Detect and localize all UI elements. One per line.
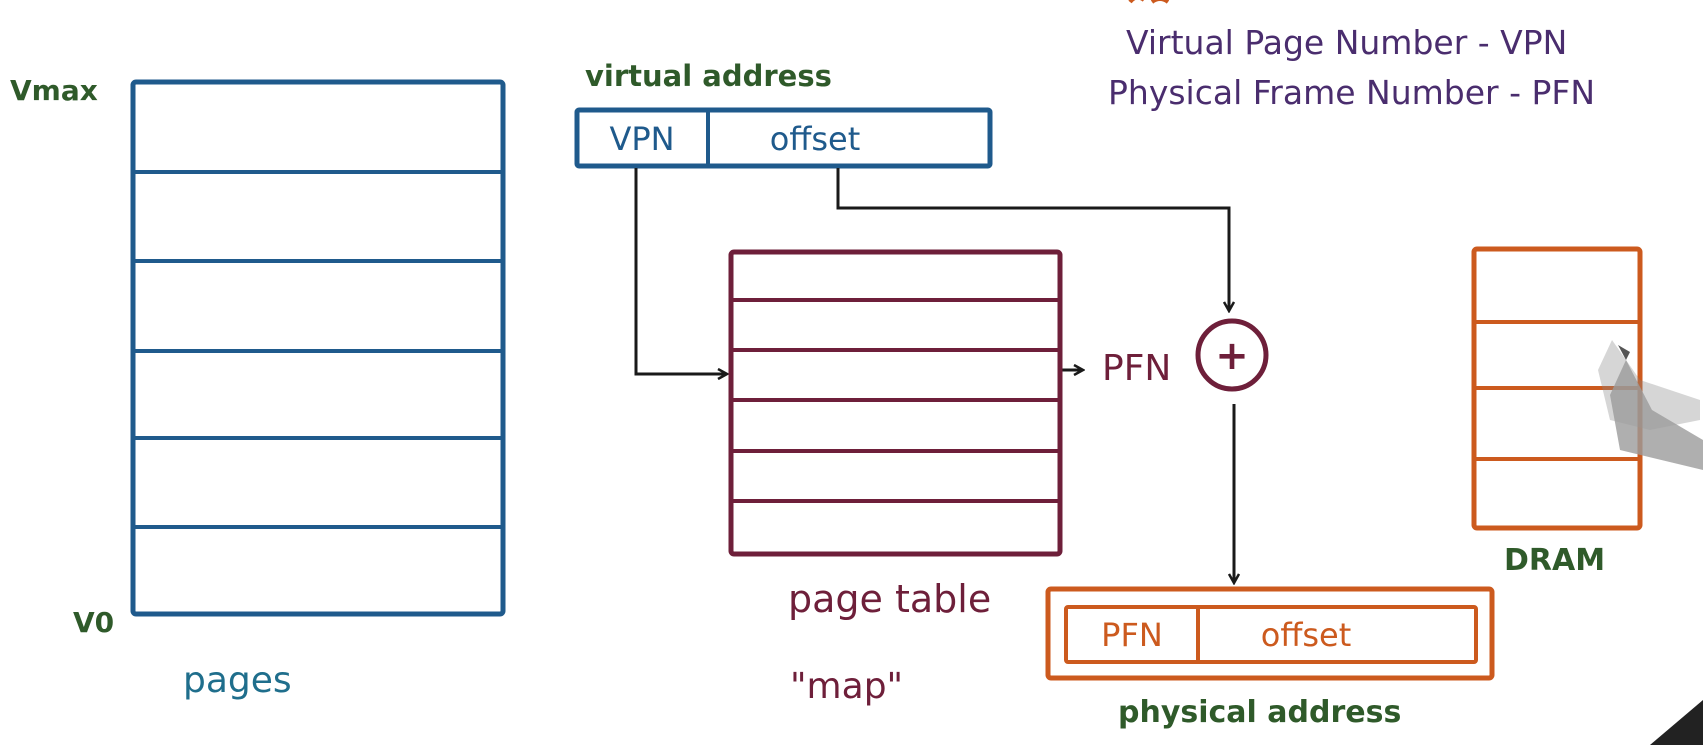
virtual-pages-stack	[130, 79, 506, 617]
dram-stack	[1471, 246, 1643, 531]
pen-point	[1618, 345, 1630, 360]
virtual-address-box: VPN offset	[574, 107, 993, 169]
physical-address-inner-frame	[1064, 605, 1478, 664]
va-offset-field: offset	[770, 120, 861, 158]
physical-address-box: PFN offset	[1045, 586, 1495, 681]
page-table-frame	[728, 249, 1063, 557]
v0-label: V0	[73, 606, 114, 639]
virtual-address-title: virtual address	[585, 59, 832, 93]
virtual-address-frame	[574, 107, 993, 169]
physical-address-outer-frame	[1045, 586, 1495, 681]
pages-caption: pages	[183, 660, 292, 701]
plus-icon: +	[1215, 333, 1249, 379]
note-vpn: Virtual Page Number - VPN	[1126, 23, 1567, 62]
vmax-label: Vmax	[10, 74, 98, 107]
pfn-output-label: PFN	[1102, 348, 1171, 389]
dram-label: DRAM	[1504, 543, 1605, 578]
note-pfn: Physical Frame Number - PFN	[1108, 73, 1595, 112]
cut-off-note-stroke	[1128, 0, 1170, 4]
adder: +	[1195, 318, 1269, 392]
page-table	[728, 249, 1063, 557]
pen-body	[1610, 360, 1703, 470]
virtual-pages-frame	[130, 79, 506, 617]
map-caption: "map"	[790, 666, 903, 707]
vpn-field: VPN	[609, 120, 674, 158]
pa-offset-field: offset	[1261, 616, 1352, 654]
offset-to-adder-arrow	[836, 168, 1229, 310]
pen-tip	[1598, 340, 1703, 745]
vpn-to-page-table-arrow	[634, 168, 726, 374]
adder-circle	[1195, 318, 1269, 392]
page-table-caption: page table	[788, 577, 991, 621]
pfn-field: PFN	[1101, 616, 1163, 654]
physical-address-title: physical address	[1118, 695, 1401, 730]
hand-shadow	[1650, 700, 1703, 745]
